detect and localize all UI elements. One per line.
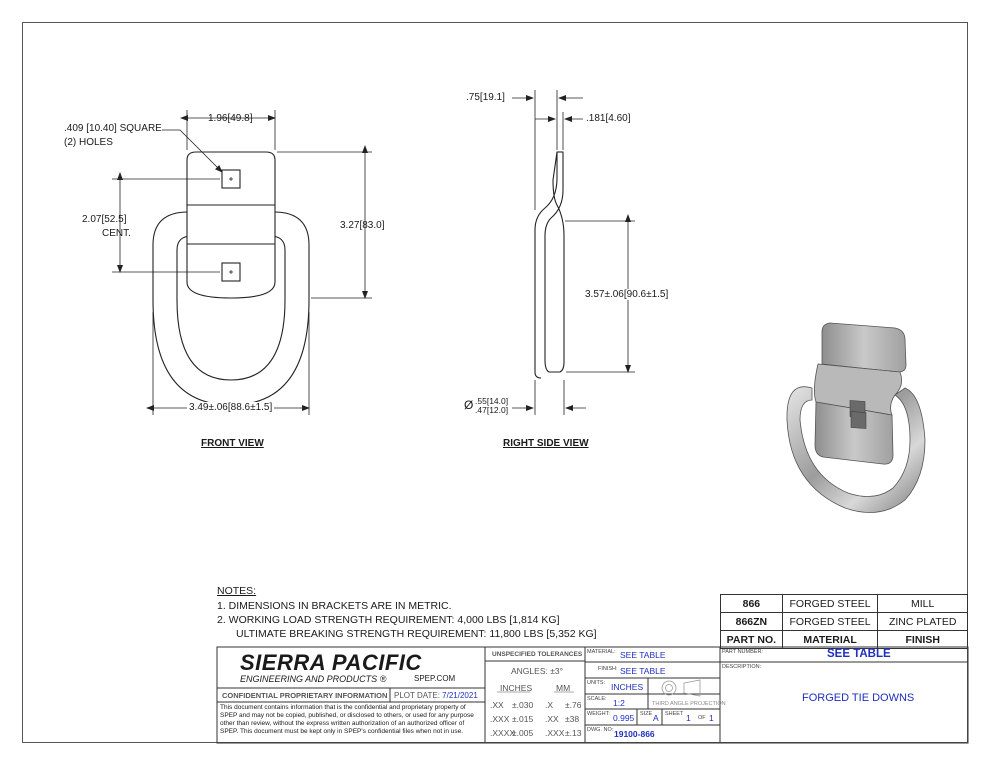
diameter-symbol: Ø bbox=[464, 398, 474, 412]
dim-side-thickness: .181[4.60] bbox=[586, 113, 631, 124]
dim-side-length: 3.57±.06[90.6±1.5] bbox=[583, 289, 671, 300]
size-label: SIZE bbox=[640, 711, 653, 717]
sheet-label: SHEET bbox=[665, 711, 684, 717]
dim-front-width-top: 1.96[49.8] bbox=[208, 113, 253, 124]
notes-heading: NOTES: bbox=[217, 585, 257, 597]
weight-label: WEIGHT: bbox=[587, 711, 610, 717]
company-logo: SIERRA PACIFIC bbox=[240, 650, 422, 675]
header-finish: FINISH bbox=[877, 630, 968, 649]
sheet-value: 1 bbox=[686, 713, 691, 723]
scale-value: 1:2 bbox=[613, 698, 625, 708]
dwg-label: DWG. NO: bbox=[587, 727, 614, 733]
plot-date: PLOT DATE: 7/21/2021 bbox=[394, 691, 478, 700]
note-3: ULTIMATE BREAKING STRENGTH REQUIREMENT: … bbox=[236, 628, 597, 640]
size-value: A bbox=[653, 713, 659, 723]
units-label: UNITS: bbox=[587, 680, 606, 686]
confidential-text: This document contains information that … bbox=[220, 704, 474, 735]
confidential-heading: CONFIDENTIAL PROPRIETARY INFORMATION bbox=[222, 691, 388, 700]
dwg-number: 19100-866 bbox=[614, 729, 655, 739]
units-value: INCHES bbox=[611, 682, 644, 692]
tolerances-angles: ANGLES: ±3° bbox=[511, 666, 564, 676]
description-label: DESCRIPTION: bbox=[722, 664, 762, 670]
note-1: 1. DIMENSIONS IN BRACKETS ARE IN METRIC. bbox=[217, 600, 452, 612]
tolerances-inch-rows: .XX±.030 .XXX±.015 .XXXX±.005 bbox=[490, 700, 534, 738]
side-view-title: RIGHT SIDE VIEW bbox=[503, 438, 589, 449]
table-header-row: PART NO. MATERIAL FINISH bbox=[720, 630, 968, 649]
front-view-drawing bbox=[152, 151, 310, 406]
side-view-dimensions bbox=[512, 90, 635, 415]
scale-label: SCALE: bbox=[587, 696, 607, 702]
tolerances-inches-label: INCHES bbox=[500, 683, 533, 693]
material-value: SEE TABLE bbox=[620, 650, 666, 660]
dim-front-height: 3.27[83.0] bbox=[340, 220, 385, 231]
finish-value: SEE TABLE bbox=[620, 666, 666, 676]
finish-label: FINISH: bbox=[598, 666, 618, 672]
part-number-value: SEE TABLE bbox=[827, 648, 891, 660]
part-number-label: PART NUMBER: bbox=[722, 649, 763, 655]
projection-label: THIRD ANGLE PROJECTION bbox=[652, 701, 726, 707]
finish-cell: ZINC PLATED bbox=[877, 612, 968, 631]
material-table: 866 FORGED STEEL MILL 866ZN FORGED STEEL… bbox=[720, 594, 968, 649]
hole-note-size: .409 [10.40] SQUARE bbox=[64, 123, 162, 134]
tolerances-mm-rows: .X±.76 .XX±38 .XXX±.13 bbox=[545, 700, 582, 738]
table-row: 866ZN FORGED STEEL ZINC PLATED bbox=[720, 612, 968, 631]
dim-front-width: 3.49±.06[88.6±1.5] bbox=[187, 402, 275, 413]
company-subtitle: ENGINEERING AND PRODUCTS ® bbox=[240, 674, 387, 684]
tolerances-heading: UNSPECIFIED TOLERANCES bbox=[492, 651, 583, 658]
isometric-part-render bbox=[786, 322, 926, 513]
header-part-no: PART NO. bbox=[720, 630, 783, 649]
dim-front-center: 2.07[52.5] bbox=[82, 214, 127, 225]
dim-front-center-note: CENT. bbox=[102, 228, 131, 239]
hole-note-count: (2) HOLES bbox=[64, 137, 113, 148]
third-angle-projection-icon bbox=[661, 679, 701, 697]
sheet-total: 1 bbox=[709, 713, 714, 723]
company-website: SPEP.COM bbox=[414, 674, 456, 683]
dim-side-diameter: .55[14.0] .47[12.0] bbox=[475, 396, 509, 415]
description-value: FORGED TIE DOWNS bbox=[802, 692, 915, 704]
of-label: OF bbox=[698, 715, 706, 721]
tolerances-mm-label: MM bbox=[556, 683, 571, 693]
side-view-drawing bbox=[534, 151, 565, 379]
note-2: 2. WORKING LOAD STRENGTH REQUIREMENT: 4,… bbox=[217, 614, 560, 626]
front-view-dimensions bbox=[112, 110, 372, 415]
dim-side-offset: .75[19.1] bbox=[466, 92, 505, 103]
material-label: MATERIAL: bbox=[587, 649, 616, 655]
front-view-title: FRONT VIEW bbox=[201, 438, 264, 449]
header-material: MATERIAL bbox=[781, 630, 879, 649]
weight-value: 0.995 bbox=[613, 713, 635, 723]
